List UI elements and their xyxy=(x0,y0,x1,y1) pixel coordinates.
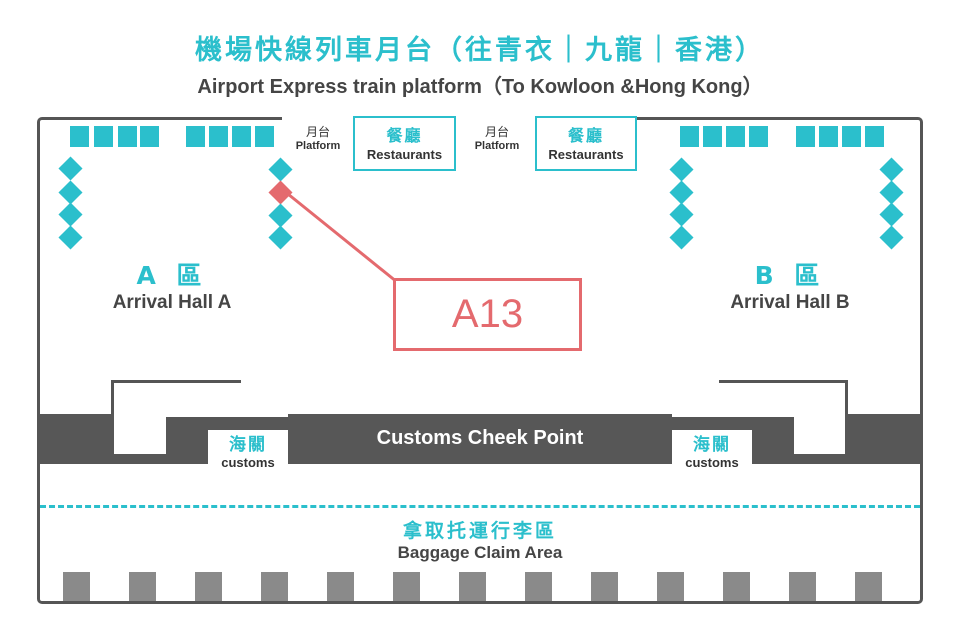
platform-opening-right xyxy=(456,112,536,122)
platform-label-en: Platform xyxy=(295,140,341,152)
train-door xyxy=(680,126,699,147)
customs-right-zh: 海關 xyxy=(693,435,731,455)
train-door xyxy=(70,126,89,147)
baggage-claim-label-zh: 拿取托運行李區 xyxy=(402,520,557,542)
a13-pointer-line xyxy=(282,188,398,284)
customs-wall xyxy=(719,380,847,383)
customs-checkpoint-label: Customs Cheek Point xyxy=(376,427,584,449)
customs-lane-edge xyxy=(166,417,288,420)
train-door xyxy=(865,126,884,147)
baggage-carousel xyxy=(855,572,882,601)
arrival-hall-b-zh: B 區 xyxy=(754,261,826,290)
arrival-hall-a-zh: A 區 xyxy=(136,261,208,290)
customs-right-en: customs xyxy=(685,455,739,470)
baggage-carousel xyxy=(591,572,618,601)
restaurants-label-zh: 餐廳 xyxy=(386,126,423,145)
platform-label-zh: 月台 xyxy=(484,125,509,139)
customs-left-zh: 海關 xyxy=(229,435,267,455)
restaurants-left: 餐廳 Restaurants xyxy=(353,116,456,171)
platform-label-zh: 月台 xyxy=(305,125,330,139)
train-door xyxy=(140,126,159,147)
arrival-hall-b: B 區 Arrival Hall B xyxy=(690,256,890,314)
customs-checkpoint-bar xyxy=(40,414,920,464)
baggage-carousel xyxy=(789,572,816,601)
arrival-hall-a-en: Arrival Hall A xyxy=(112,292,232,313)
a13-highlight-box: A13 xyxy=(393,278,582,351)
train-door xyxy=(255,126,274,147)
arrival-hall-b-en: Arrival Hall B xyxy=(730,292,850,313)
baggage-carousel xyxy=(129,572,156,601)
customs-booth-left: 海關 customs xyxy=(208,430,288,474)
baggage-carousel xyxy=(723,572,750,601)
customs-wall xyxy=(111,380,241,383)
baggage-carousel xyxy=(195,572,222,601)
customs-wall xyxy=(111,380,114,414)
train-door xyxy=(232,126,251,147)
restaurants-label-zh: 餐廳 xyxy=(567,126,604,145)
train-door xyxy=(842,126,861,147)
restaurants-label-en: Restaurants xyxy=(548,147,624,162)
baggage-carousel xyxy=(261,572,288,601)
train-door xyxy=(94,126,113,147)
arrival-hall-a: A 區 Arrival Hall A xyxy=(72,256,272,314)
baggage-carousel xyxy=(657,572,684,601)
platform-opening-left xyxy=(282,112,354,122)
baggage-carousel xyxy=(459,572,486,601)
customs-lane-edge xyxy=(672,417,794,420)
train-door xyxy=(209,126,228,147)
customs-lane-left xyxy=(114,414,166,454)
baggage-area-divider xyxy=(40,505,920,508)
baggage-claim-label-en: Baggage Claim Area xyxy=(397,543,563,562)
restaurants-label-en: Restaurants xyxy=(366,147,443,162)
train-door xyxy=(796,126,815,147)
train-door xyxy=(703,126,722,147)
customs-booth-right: 海關 customs xyxy=(672,430,752,474)
platform-title-zh: 機場快線列車月台（往青衣｜九龍｜香港） xyxy=(195,35,765,66)
train-door xyxy=(819,126,838,147)
platform-title-en: Airport Express train platform（To Kowloo… xyxy=(197,76,763,98)
platform-label-left: 月台 Platform xyxy=(285,123,351,152)
platform-label-en: Platform xyxy=(474,140,520,152)
baggage-carousel xyxy=(63,572,90,601)
baggage-carousel xyxy=(525,572,552,601)
arrival-hall-outline xyxy=(37,117,923,604)
train-door xyxy=(118,126,137,147)
train-door xyxy=(749,126,768,147)
customs-left-en: customs xyxy=(221,455,275,470)
customs-lane-right xyxy=(794,414,845,454)
baggage-carousel xyxy=(393,572,420,601)
platform-label-right: 月台 Platform xyxy=(464,123,530,152)
restaurants-right: 餐廳 Restaurants xyxy=(535,116,637,171)
baggage-carousel xyxy=(327,572,354,601)
customs-wall xyxy=(845,380,848,414)
train-door xyxy=(726,126,745,147)
train-door xyxy=(186,126,205,147)
